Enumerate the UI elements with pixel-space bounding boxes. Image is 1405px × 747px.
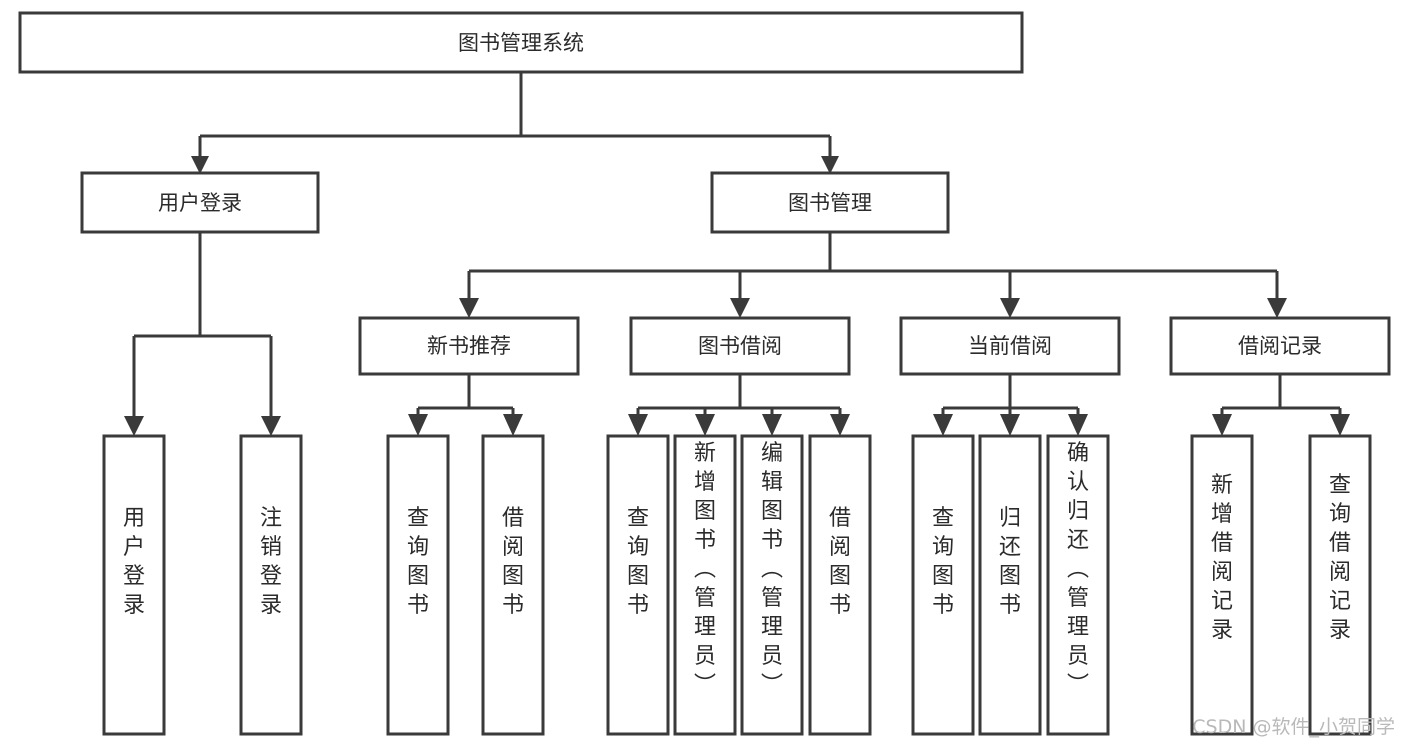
arrowhead-user-login	[191, 156, 209, 174]
node-leaf-query-book-3[interactable]: 查询图书	[911, 434, 975, 736]
leaf-return-book-box[interactable]	[978, 434, 1042, 736]
user-login-box[interactable]	[80, 171, 320, 234]
node-root[interactable]: 图书管理系统	[18, 11, 1024, 74]
node-borrow-record[interactable]: 借阅记录	[1169, 316, 1391, 376]
node-book-manage[interactable]: 图书管理	[710, 171, 950, 234]
book-borrow-label: 图书借阅	[698, 334, 782, 358]
node-leaf-edit-book-admin[interactable]: 编辑图书︵管理员︶	[740, 434, 804, 736]
arrowhead-leaf-query-book-3	[933, 414, 953, 436]
leaf-logout-login-box[interactable]	[239, 434, 303, 736]
arrowhead-current-borrow	[1000, 298, 1020, 318]
arrowhead-book-manage	[821, 156, 839, 174]
leaf-query-book-1-box[interactable]	[386, 434, 450, 736]
leaf-borrow-book-2-box[interactable]	[808, 434, 872, 736]
leaf-confirm-return-admin-box[interactable]	[1046, 434, 1110, 736]
arrowhead-leaf-confirm-return-admin	[1068, 414, 1088, 436]
csdn-watermark: CSDN @软件_小贺同学	[1192, 716, 1395, 738]
leaf-add-book-admin-label: 新增图书︵管理员︶	[694, 441, 716, 698]
arrowhead-leaf-borrow-book-2	[830, 414, 850, 436]
node-leaf-add-borrow-record[interactable]: 新增借阅记录	[1190, 434, 1254, 736]
arrowhead-leaf-logout-login	[261, 416, 281, 436]
node-leaf-query-borrow-record[interactable]: 查询借阅记录	[1308, 434, 1372, 736]
node-leaf-borrow-book-1[interactable]: 借阅图书	[481, 434, 545, 736]
arrowhead-leaf-add-borrow-record	[1212, 414, 1232, 436]
node-leaf-query-book-1[interactable]: 查询图书	[386, 434, 450, 736]
arrowhead-borrow-record	[1267, 298, 1287, 318]
current-borrow-label: 当前借阅	[968, 334, 1052, 358]
edges-layer	[124, 72, 1350, 436]
leaf-query-book-2-box[interactable]	[606, 434, 670, 736]
root-box[interactable]	[18, 11, 1024, 74]
node-user-login[interactable]: 用户登录	[80, 171, 320, 234]
book-manage-box[interactable]	[710, 171, 950, 234]
arrowhead-leaf-edit-book-admin	[762, 414, 782, 436]
leaf-add-book-admin-box[interactable]	[673, 434, 737, 736]
leaf-query-book-3-label: 查询图书	[932, 506, 954, 618]
leaf-add-borrow-record-label: 新增借阅记录	[1211, 473, 1233, 643]
book-manage-label: 图书管理	[788, 191, 872, 215]
root-label: 图书管理系统	[458, 31, 584, 55]
leaf-edit-book-admin-label: 编辑图书︵管理员︶	[761, 441, 783, 698]
node-leaf-confirm-return-admin[interactable]: 确认归还︵管理员︶	[1046, 434, 1110, 736]
node-leaf-borrow-book-2[interactable]: 借阅图书	[808, 434, 872, 736]
leaf-query-borrow-record-label: 查询借阅记录	[1329, 473, 1351, 643]
arrowhead-new-book-recommend	[459, 298, 479, 318]
node-leaf-add-book-admin[interactable]: 新增图书︵管理员︶	[673, 434, 737, 736]
new-book-recommend-label: 新书推荐	[427, 334, 511, 358]
node-leaf-user-login[interactable]: 用户登录	[102, 434, 166, 736]
arrowhead-leaf-query-book-1	[408, 414, 428, 436]
arrowhead-leaf-query-borrow-record	[1330, 414, 1350, 436]
leaf-borrow-book-1-box[interactable]	[481, 434, 545, 736]
borrow-record-label: 借阅记录	[1238, 334, 1322, 358]
arrowhead-leaf-return-book	[1000, 414, 1020, 436]
leaf-logout-login-label: 注销登录	[260, 506, 282, 618]
node-new-book-recommend[interactable]: 新书推荐	[358, 316, 580, 376]
arrowhead-leaf-borrow-book-1	[503, 414, 523, 436]
arrowhead-book-borrow	[730, 298, 750, 318]
node-leaf-return-book[interactable]: 归还图书	[978, 434, 1042, 736]
node-leaf-logout-login[interactable]: 注销登录	[239, 434, 303, 736]
leaf-confirm-return-admin-label: 确认归还︵管理员︶	[1067, 441, 1089, 698]
leaf-query-borrow-record-box[interactable]	[1308, 434, 1372, 736]
arrowhead-leaf-user-login	[124, 416, 144, 436]
arrowhead-leaf-add-book-admin	[695, 414, 715, 436]
leaf-return-book-label: 归还图书	[999, 506, 1021, 618]
new-book-recommend-box[interactable]	[358, 316, 580, 376]
leaf-borrow-book-2-label: 借阅图书	[829, 506, 851, 618]
current-borrow-box[interactable]	[899, 316, 1121, 376]
leaf-query-book-2-label: 查询图书	[627, 506, 649, 618]
leaf-add-borrow-record-box[interactable]	[1190, 434, 1254, 736]
leaf-query-book-1-label: 查询图书	[407, 506, 429, 618]
node-book-borrow[interactable]: 图书借阅	[629, 316, 851, 376]
node-current-borrow[interactable]: 当前借阅	[899, 316, 1121, 376]
leaf-edit-book-admin-box[interactable]	[740, 434, 804, 736]
leaf-borrow-book-1-label: 借阅图书	[502, 506, 524, 618]
leaf-user-login-box[interactable]	[102, 434, 166, 736]
leaf-user-login-label: 用户登录	[123, 506, 145, 618]
borrow-record-box[interactable]	[1169, 316, 1391, 376]
leaf-query-book-3-box[interactable]	[911, 434, 975, 736]
arrowhead-leaf-query-book-2	[628, 414, 648, 436]
node-leaf-query-book-2[interactable]: 查询图书	[606, 434, 670, 736]
user-login-label: 用户登录	[158, 191, 242, 215]
book-borrow-box[interactable]	[629, 316, 851, 376]
